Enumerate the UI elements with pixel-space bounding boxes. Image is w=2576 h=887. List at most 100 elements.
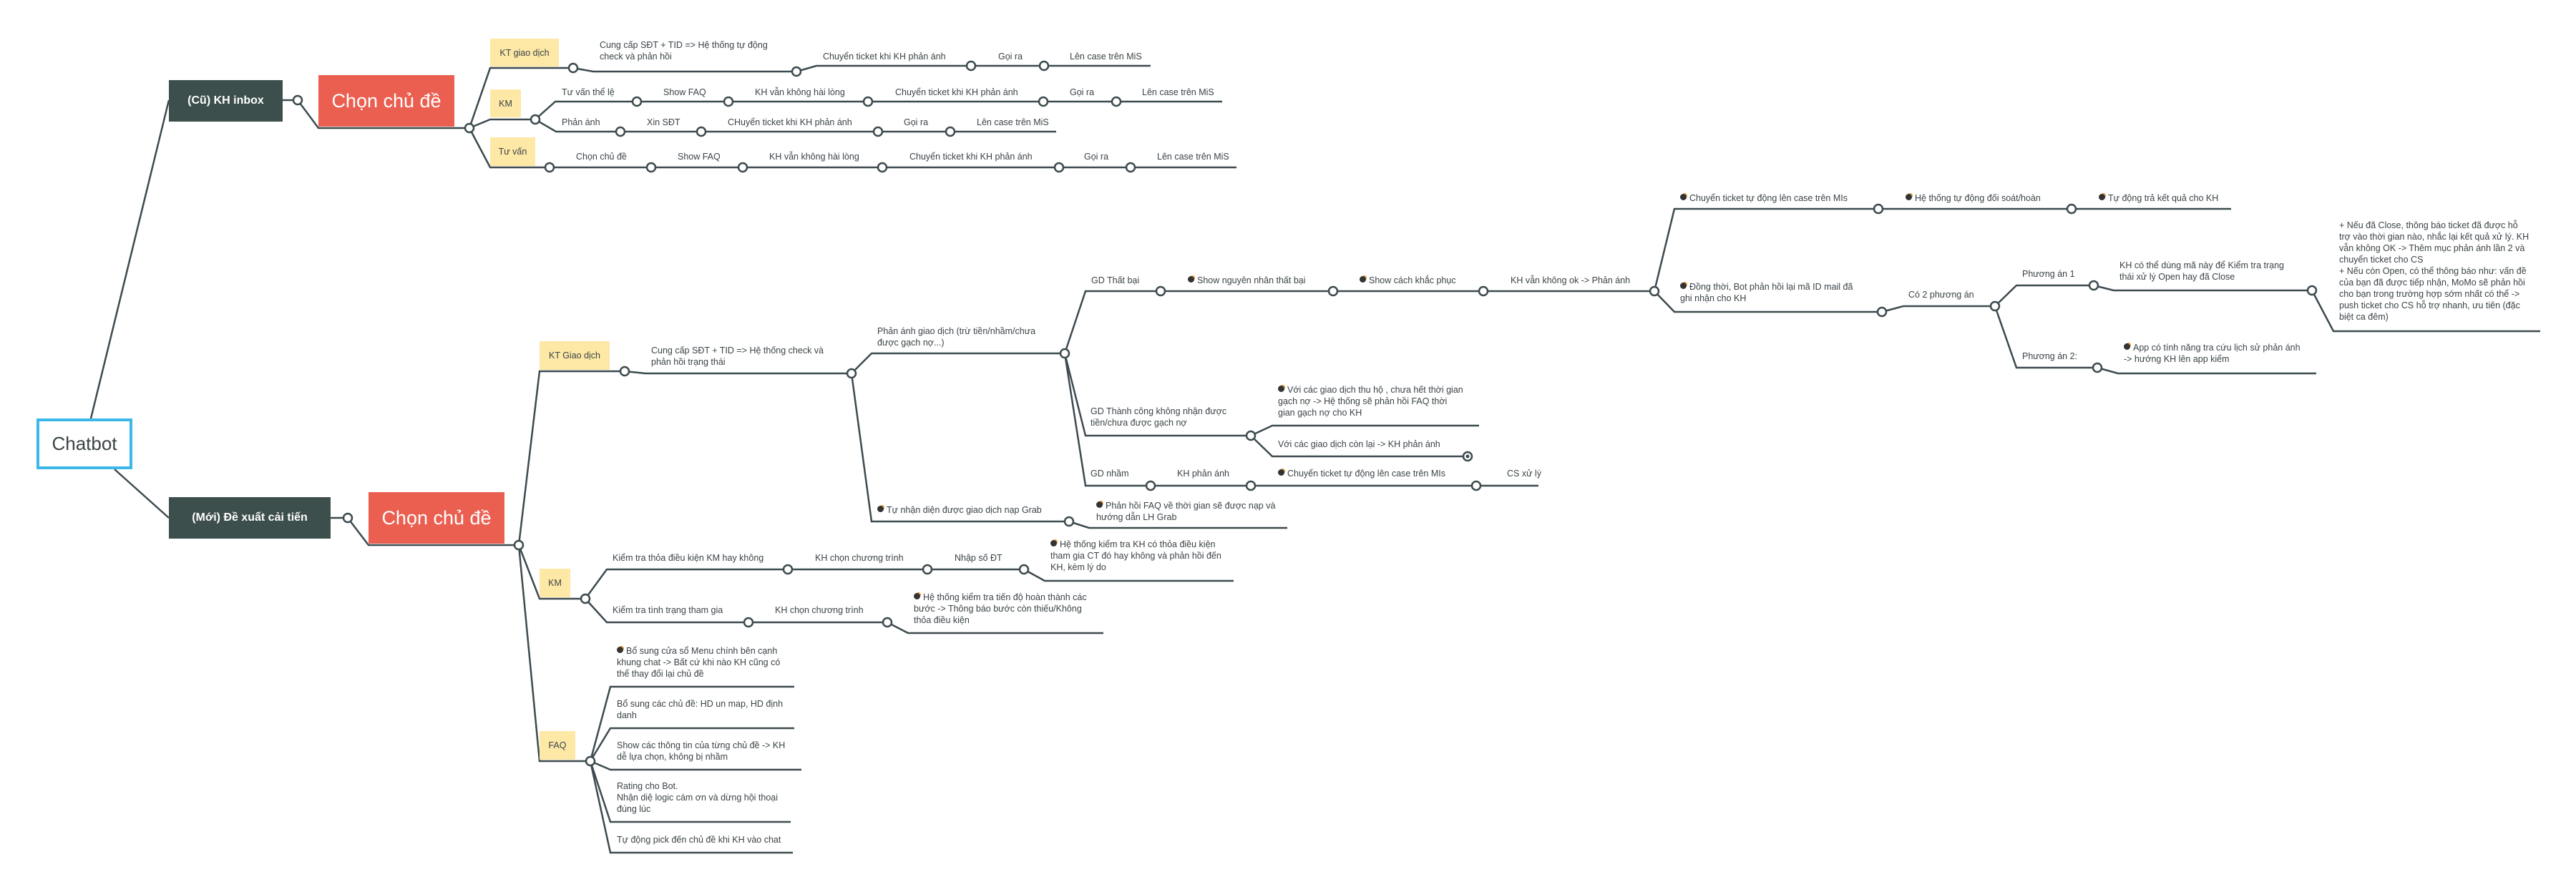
topic-label[interactable]: CHuyển ticket khi KH phản ánh bbox=[728, 117, 852, 128]
category-new-km[interactable]: KM bbox=[540, 569, 570, 597]
topic-label[interactable]: GD Thất bại bbox=[1091, 275, 1139, 286]
category-new-kt-giao-dich[interactable]: KT Giao dịch bbox=[540, 341, 610, 370]
collapse-toggle-node[interactable] bbox=[2306, 285, 2318, 296]
topic-label[interactable]: Phản ánh bbox=[562, 117, 600, 128]
collapse-toggle-node[interactable] bbox=[1038, 96, 1049, 107]
collapse-toggle-node[interactable] bbox=[342, 512, 353, 524]
topic-label[interactable]: Bổ sung các chủ đề: HD un map, HD định d… bbox=[617, 698, 783, 721]
category-old-kt-giao-dich[interactable]: KT giao dịch bbox=[490, 39, 559, 67]
collapse-toggle-node[interactable] bbox=[862, 96, 874, 107]
collapse-toggle-node[interactable] bbox=[965, 60, 977, 72]
topic-label[interactable]: Lên case trên MiS bbox=[1142, 87, 1214, 98]
collapse-toggle-node[interactable] bbox=[696, 126, 707, 137]
topic-label[interactable]: KH vẫn không ok -> Phản ánh bbox=[1511, 275, 1630, 286]
topic-label[interactable]: Kiểm tra tình trạng tham gia bbox=[613, 604, 723, 616]
collapse-toggle-node[interactable] bbox=[2088, 280, 2099, 291]
topic-label[interactable]: Show nguyên nhân thất bại bbox=[1188, 275, 1306, 286]
topic-label[interactable]: Tư vấn thể lệ bbox=[562, 87, 615, 98]
topic-label[interactable]: Gọi ra bbox=[1084, 151, 1108, 162]
topic-label[interactable]: KH vẫn không hài lòng bbox=[769, 151, 859, 162]
topic-label[interactable]: Đồng thời, Bot phản hồi lại mã ID mail đ… bbox=[1680, 281, 1853, 304]
topic-label[interactable]: Phương án 1 bbox=[2022, 268, 2075, 280]
root-node-chatbot[interactable]: Chatbot bbox=[36, 418, 132, 469]
collapse-toggle-node[interactable] bbox=[619, 366, 630, 377]
topic-label[interactable]: App có tính năng tra cứu lịch sử phản án… bbox=[2124, 342, 2301, 365]
topic-label[interactable]: Cung cấp SĐT + TID => Hệ thống tự động c… bbox=[600, 39, 768, 62]
branch-old-kh-inbox[interactable]: (Cũ) KH inbox bbox=[169, 80, 283, 122]
collapse-toggle-node[interactable] bbox=[585, 755, 596, 767]
topic-label[interactable]: Chuyển ticket tự động lên case trên MIs bbox=[1680, 192, 1848, 204]
topic-label[interactable]: KH chọn chương trình bbox=[815, 552, 904, 564]
collapse-toggle-node[interactable] bbox=[580, 593, 591, 604]
branch-new-de-xuat[interactable]: (Mới) Đề xuất cải tiến bbox=[169, 497, 331, 539]
collapse-toggle-node[interactable] bbox=[945, 126, 956, 137]
topic-label[interactable]: Cung cấp SĐT + TID => Hệ thống check và … bbox=[651, 345, 824, 368]
collapse-toggle-node[interactable] bbox=[1018, 564, 1030, 575]
collapse-toggle-node[interactable] bbox=[645, 162, 657, 173]
collapse-toggle-node[interactable] bbox=[1063, 516, 1075, 527]
collapse-toggle-node[interactable] bbox=[782, 564, 794, 575]
collapse-toggle-node[interactable] bbox=[743, 617, 754, 628]
collapse-toggle-node[interactable] bbox=[1125, 162, 1136, 173]
topic-label[interactable]: Tự động trả kết quả cho KH bbox=[2099, 192, 2218, 204]
collapse-toggle-node[interactable] bbox=[292, 94, 303, 106]
collapse-toggle-node[interactable] bbox=[1470, 480, 1482, 491]
collapse-toggle-node[interactable] bbox=[2092, 362, 2103, 373]
topic-label[interactable]: Hệ thống kiểm tra KH có thỏa điều kiện t… bbox=[1050, 539, 1221, 573]
collapse-toggle-node[interactable] bbox=[1245, 480, 1257, 491]
topic-label[interactable]: Chuyển ticket khi KH phản ánh bbox=[909, 151, 1033, 162]
collapse-toggle-node[interactable] bbox=[513, 539, 525, 551]
topic-label[interactable]: Rating cho Bot. Nhận diệ logic cám ơn và… bbox=[617, 780, 778, 815]
topic-label[interactable]: KH chọn chương trình bbox=[775, 604, 864, 616]
topic-label[interactable]: GD nhầm bbox=[1091, 468, 1129, 479]
topic-label[interactable]: Hệ thống kiểm tra tiến độ hoàn thành các… bbox=[914, 592, 1087, 626]
collapse-toggle-node[interactable] bbox=[631, 96, 643, 107]
topic-label[interactable]: Với các giao dịch thu hộ , chưa hết thời… bbox=[1278, 384, 1463, 418]
collapse-toggle-node[interactable] bbox=[877, 162, 888, 173]
collapse-toggle-node[interactable] bbox=[615, 126, 626, 137]
topic-label[interactable]: Show FAQ bbox=[663, 87, 706, 98]
topic-label[interactable]: CS xử lý bbox=[1507, 468, 1541, 479]
topic-label[interactable]: Với các giao dịch còn lại -> KH phản ánh bbox=[1278, 438, 1440, 450]
collapse-toggle-node[interactable] bbox=[791, 66, 802, 77]
topic-label[interactable]: GD Thành công không nhận được tiền/chưa … bbox=[1091, 406, 1226, 428]
topic-label[interactable]: Gọi ra bbox=[1070, 87, 1094, 98]
collapse-toggle-node[interactable] bbox=[737, 162, 748, 173]
topic-label[interactable]: Tự nhận diện được giao dịch nạp Grab bbox=[877, 504, 1042, 516]
topic-new-chon-chu-de[interactable]: Chọn chủ đề bbox=[369, 492, 504, 544]
topic-label[interactable]: Show các thông tin của từng chủ đề -> KH… bbox=[617, 740, 785, 763]
topic-label[interactable]: Chuyển ticket khi KH phản ánh bbox=[895, 87, 1018, 98]
collapse-toggle-node[interactable] bbox=[1038, 60, 1050, 72]
collapse-toggle-node[interactable] bbox=[544, 162, 555, 173]
collapse-toggle-node[interactable] bbox=[1478, 285, 1489, 297]
topic-label[interactable]: Kiểm tra thỏa điều kiện KM hay không bbox=[613, 552, 763, 564]
topic-label[interactable]: Phản ánh giao dịch (trừ tiền/nhầm/chưa đ… bbox=[877, 325, 1035, 348]
collapse-toggle-node[interactable] bbox=[1327, 285, 1339, 297]
collapse-toggle-node[interactable] bbox=[1989, 300, 2001, 312]
category-new-faq[interactable]: FAQ bbox=[540, 731, 575, 760]
topic-old-chon-chu-de[interactable]: Chọn chủ đề bbox=[318, 75, 454, 127]
collapse-toggle-node[interactable] bbox=[1649, 285, 1660, 297]
collapse-toggle-node[interactable] bbox=[882, 617, 893, 628]
topic-label[interactable]: Phương án 2: bbox=[2022, 351, 2077, 362]
collapse-toggle-node[interactable] bbox=[723, 96, 734, 107]
collapse-toggle-node[interactable] bbox=[1155, 285, 1166, 297]
topic-label[interactable]: Gọi ra bbox=[904, 117, 928, 128]
topic-label[interactable]: Tự động pick đến chủ đề khi KH vào chat bbox=[617, 834, 781, 846]
collapse-toggle-node[interactable] bbox=[1111, 96, 1122, 107]
collapse-toggle-node[interactable] bbox=[846, 368, 857, 379]
category-old-tu-van[interactable]: Tư vấn bbox=[490, 137, 535, 166]
collapse-toggle-node[interactable] bbox=[872, 126, 884, 137]
collapse-toggle-node[interactable] bbox=[530, 114, 541, 125]
collapse-toggle-node[interactable] bbox=[1876, 306, 1888, 318]
topic-label[interactable]: KH vẫn không hài lòng bbox=[755, 87, 845, 98]
collapse-toggle-node[interactable] bbox=[567, 62, 579, 74]
topic-label[interactable]: Chọn chủ đề bbox=[576, 151, 627, 162]
collapse-toggle-node[interactable] bbox=[1053, 162, 1065, 173]
topic-label[interactable]: Lên case trên MiS bbox=[1070, 51, 1142, 62]
collapse-toggle-node[interactable] bbox=[1873, 203, 1884, 215]
collapse-toggle-node[interactable] bbox=[1145, 480, 1156, 491]
topic-label[interactable]: Phản hồi FAQ về thời gian sẽ được nạp và… bbox=[1096, 500, 1275, 523]
topic-label[interactable]: Gọi ra bbox=[998, 51, 1023, 62]
topic-label[interactable]: Show cách khắc phục bbox=[1360, 275, 1456, 286]
